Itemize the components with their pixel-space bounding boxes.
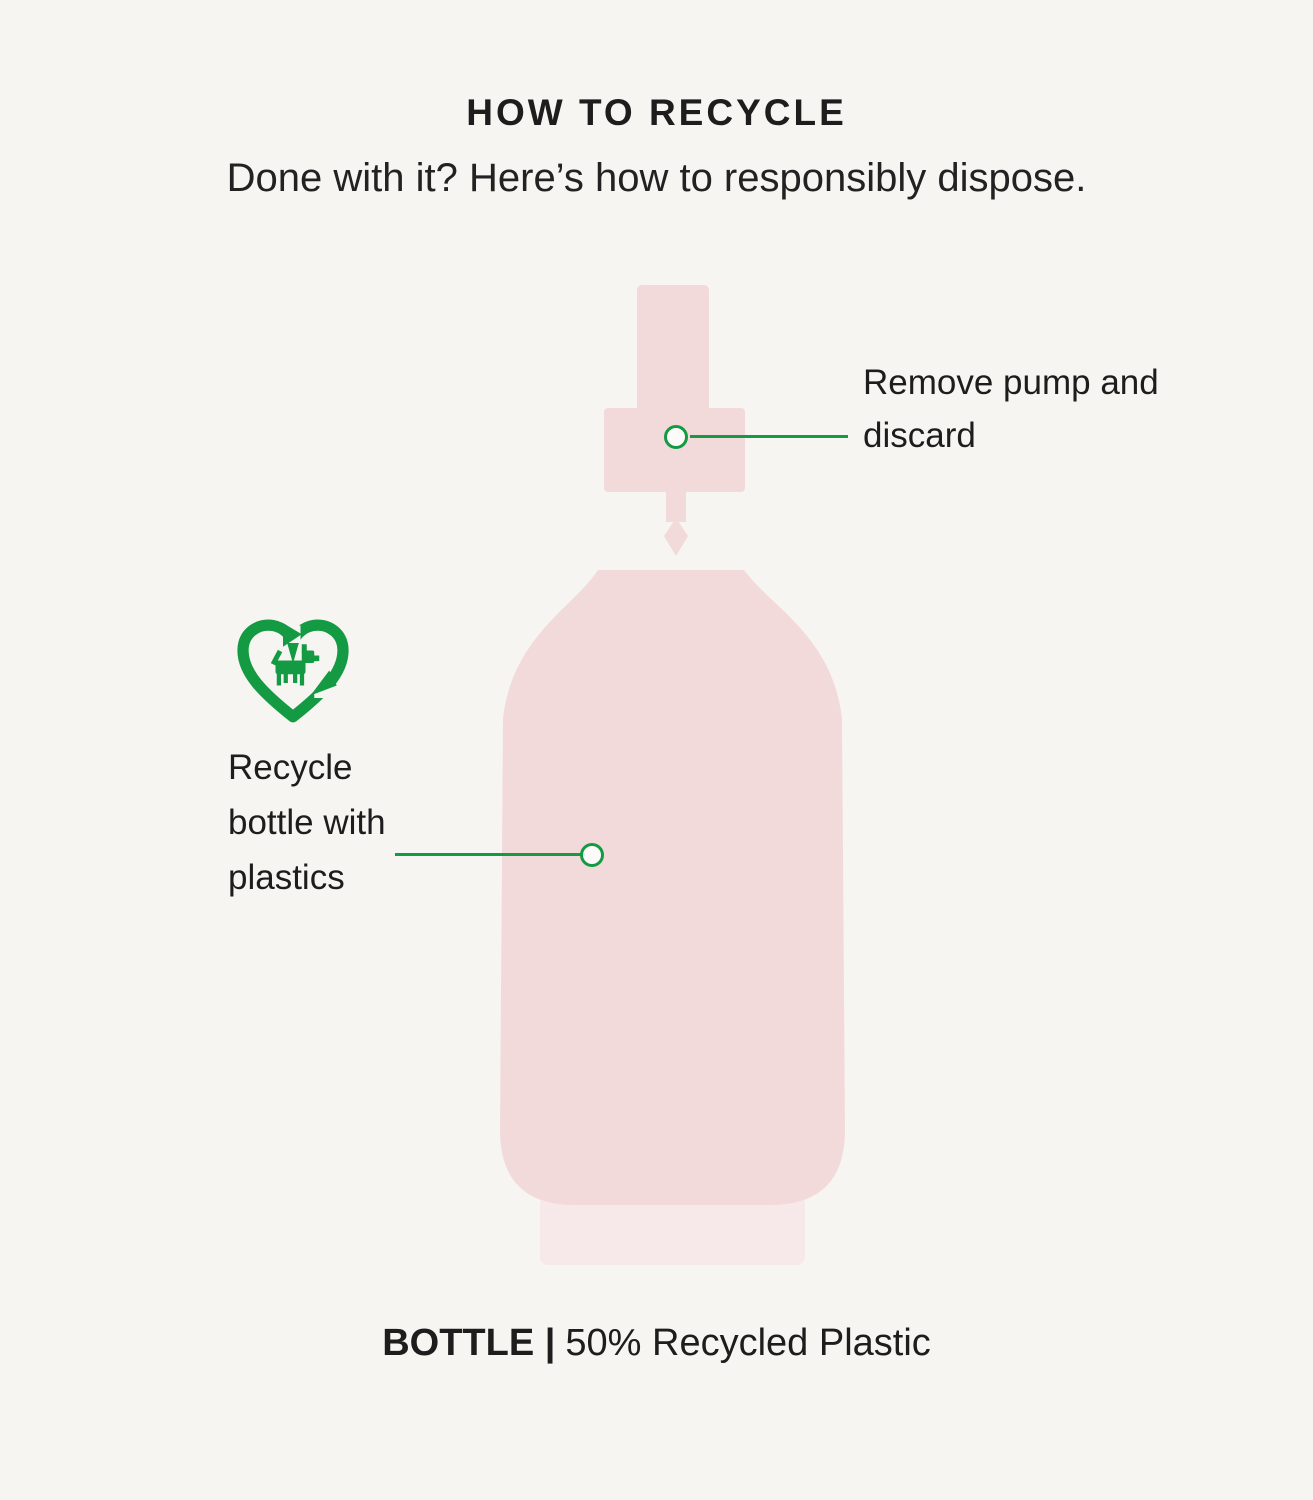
bottle-base-shape [540, 1195, 805, 1265]
footer-label: BOTTLE | [382, 1322, 556, 1364]
pump-connector-shape [666, 492, 686, 522]
page-title: HOW TO RECYCLE [466, 92, 847, 133]
bottle-illustration [500, 285, 845, 1265]
arrowhead-side [310, 670, 337, 696]
bottle-callout-dot [580, 843, 604, 867]
pump-head-shape [604, 408, 745, 492]
footer-caption: BOTTLE |50% Recycled Plastic [0, 1322, 1313, 1365]
bottle-callout-line [395, 853, 585, 856]
dog-silhouette [270, 644, 320, 686]
page-subtitle: Done with it? Here’s how to responsibly … [226, 156, 1087, 200]
pump-drop-shape [664, 518, 688, 556]
pump-callout-line [690, 435, 848, 438]
recycle-heart-dog-icon [237, 619, 349, 723]
arrowhead-top [283, 623, 302, 647]
bottle-callout-text: Recycle bottle with plastics [228, 748, 386, 897]
bottle-body-shape [500, 570, 845, 1205]
footer-value: 50% Recycled Plastic [565, 1322, 931, 1364]
pump-callout-text: Remove pump and discard [863, 363, 1159, 455]
pump-stem-shape [637, 285, 709, 413]
pump-callout-dot [664, 425, 688, 449]
